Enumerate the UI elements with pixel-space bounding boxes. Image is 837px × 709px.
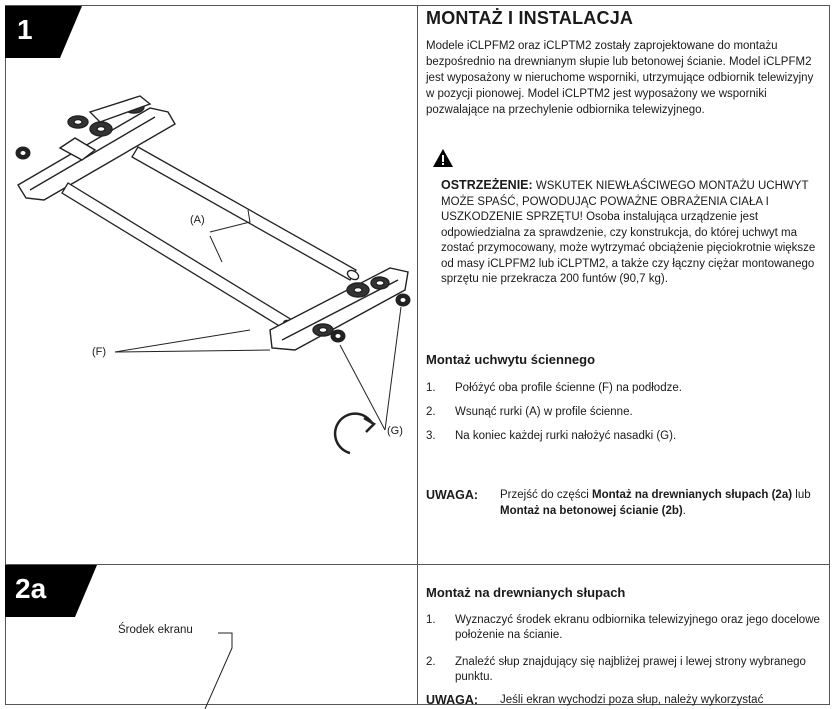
list-item: 1.Wyznaczyć środek ekranu odbiornika tel… [426,614,820,641]
subheading-wood-posts: Montaż na drewnianych słupach [426,585,626,600]
note-ref-2b: Montaż na betonowej ścianie (2b) [500,505,683,517]
end-cap-left [15,146,31,160]
note-pre: Przejść do części [500,489,589,501]
wall-profile-top [17,95,176,201]
note-label: UWAGA: [426,488,479,502]
section-title: MONTAŻ I INSTALACJA [426,8,634,28]
assembly-steps: 1.Połóżyć oba profile ścienne (F) na pod… [426,381,822,453]
list-item: 1.Połóżyć oba profile ścienne (F) na pod… [426,382,682,394]
note-label: UWAGA: [426,693,479,707]
screen-center-label: Środek ekranu [118,624,193,636]
warning-caps: WSKUTEK NIEWŁAŚCIWEGO MONTAŻU UCHWYT MOŻ… [441,180,809,223]
warning-block: OSTRZEŻENIE: WSKUTEK NIEWŁAŚCIWEGO MONTA… [441,178,821,288]
subheading-wall-mount: Montaż uchwytu ściennego [426,352,596,367]
wood-post-steps: 1.Wyznaczyć środek ekranu odbiornika tel… [426,613,822,697]
rotation-arrow [333,412,377,455]
step-badge-2a: 2a [5,565,97,617]
step-number: 2a [15,573,47,604]
note-block: UWAGA: Przejść do części Montaż na drewn… [426,488,811,517]
intro-paragraph: Modele iCLPFM2 oraz iCLPTM2 zostały zapr… [426,40,814,116]
step-badge-1: 1 [5,6,82,58]
warning-icon [433,149,453,167]
leader-lines [114,209,402,431]
label-g: (G) [387,425,403,437]
list-item: 2.Znaleźć słup znajdujący się najbliżej … [426,656,806,683]
wall-profile-bottom [269,267,409,351]
warning-label: OSTRZEŻENIE: [441,178,533,192]
warning-text: Osoba instalująca urządzenie jest odpowi… [441,211,816,285]
note-ref-2a: Montaż na drewnianych słupach (2a) [592,489,793,501]
label-a: (A) [190,214,205,226]
column-divider [417,5,418,705]
list-item: 3.Na koniec każdej rurki nałożyć nasadki… [426,430,677,442]
list-item: 2.Wsunąć rurki (A) w profile ścienne. [426,406,633,418]
assembly-diagram [15,95,411,455]
note-block-2a: UWAGA: Jeśli ekran wychodzi poza słup, n… [426,692,822,708]
screen-center-diagram [204,632,233,709]
note-text: Jeśli ekran wychodzi poza słup, należy w… [500,694,764,706]
note-mid: lub [795,489,811,501]
end-caps-g [330,293,411,343]
step-number: 1 [17,14,33,45]
label-f: (F) [92,346,107,358]
